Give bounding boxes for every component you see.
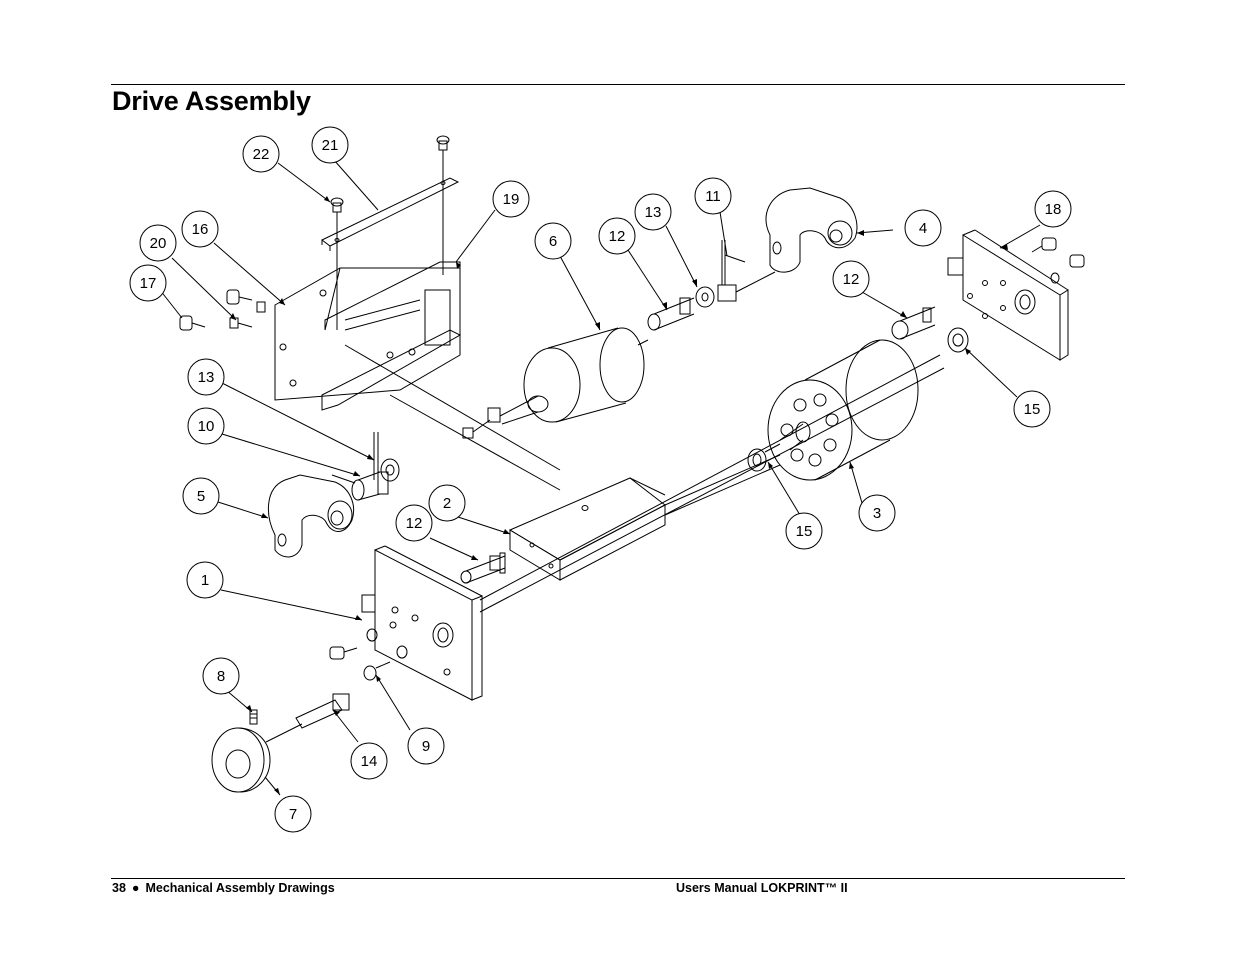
callout-13-left: 13 <box>187 358 225 396</box>
part-21-plate <box>321 150 460 330</box>
page-title: Drive Assembly <box>112 86 311 116</box>
part-8-set-screw <box>249 709 258 725</box>
svg-text:1: 1 <box>201 572 209 589</box>
svg-text:15: 15 <box>1024 401 1041 418</box>
callout-17: 17 <box>129 264 167 302</box>
callout-2: 2 <box>428 484 466 522</box>
part-16-bracket <box>274 261 462 411</box>
svg-text:19: 19 <box>503 191 520 208</box>
svg-text:10: 10 <box>198 418 215 435</box>
tie-rods <box>344 344 945 613</box>
svg-text:17: 17 <box>140 275 157 292</box>
part-13-washer-top <box>695 240 776 308</box>
leader-lines <box>159 159 1041 796</box>
footer-section: Mechanical Assembly Drawings <box>145 881 335 895</box>
leader-arrowheads <box>230 196 1008 795</box>
part-12-bushing-right <box>891 306 936 340</box>
part-2-block <box>508 454 781 581</box>
svg-text:15: 15 <box>796 523 813 540</box>
part-7-knob <box>211 727 271 793</box>
svg-text:12: 12 <box>406 515 423 532</box>
callout-22: 22 <box>242 135 280 173</box>
part-10-arm <box>351 471 389 501</box>
svg-text:18: 18 <box>1045 201 1062 218</box>
footer-manual-title: Users Manual LOKPRINT™ II <box>676 881 848 895</box>
svg-text:12: 12 <box>609 228 626 245</box>
svg-text:11: 11 <box>705 188 721 205</box>
part-5-lever <box>267 474 355 558</box>
header-rule <box>111 84 1125 85</box>
callout-7: 7 <box>274 795 312 833</box>
callout-6: 6 <box>534 222 572 260</box>
part-12-bushing-top <box>647 297 695 331</box>
svg-text:13: 13 <box>198 369 215 386</box>
callout-19: 19 <box>492 180 530 218</box>
part-15-spacer-lower <box>747 443 781 472</box>
svg-text:8: 8 <box>217 668 225 685</box>
callout-12-right: 12 <box>832 260 870 298</box>
svg-text:12: 12 <box>843 271 860 288</box>
svg-text:5: 5 <box>197 488 205 505</box>
callout-balloons: 22 21 16 20 17 19 6 12 <box>129 126 1072 833</box>
part-22-screws <box>330 135 450 213</box>
svg-text:9: 9 <box>422 738 430 755</box>
svg-text:13: 13 <box>645 204 662 221</box>
part-18-end-plate <box>947 229 1085 361</box>
footer-left: 38 ● Mechanical Assembly Drawings <box>112 881 335 895</box>
callout-13-top: 13 <box>634 193 672 231</box>
callout-12-top: 12 <box>598 217 636 255</box>
callout-11: 11 <box>694 177 732 215</box>
svg-text:3: 3 <box>873 505 881 522</box>
part-17-20-screws <box>179 289 266 331</box>
callout-15-right: 15 <box>1013 390 1051 428</box>
callout-9: 9 <box>407 727 445 765</box>
svg-text:21: 21 <box>322 137 339 154</box>
callout-15-lower: 15 <box>785 512 823 550</box>
callout-12-lower: 12 <box>395 504 433 542</box>
part-14-shaft <box>265 693 350 743</box>
callout-8: 8 <box>202 657 240 695</box>
callout-10: 10 <box>187 407 225 445</box>
svg-text:4: 4 <box>919 220 927 237</box>
footer-rule <box>111 878 1125 879</box>
part-6-roller <box>462 327 649 439</box>
svg-text:6: 6 <box>549 233 557 250</box>
footer-bullet: ● <box>131 881 140 895</box>
svg-text:22: 22 <box>253 146 270 163</box>
callout-1: 1 <box>186 561 224 599</box>
callout-20: 20 <box>139 224 177 262</box>
footer-page-number: 38 <box>112 881 126 895</box>
svg-text:14: 14 <box>361 753 378 770</box>
part-3-drum <box>767 339 919 481</box>
part-15-spacer-right <box>947 327 969 353</box>
callout-16: 16 <box>181 210 219 248</box>
svg-text:2: 2 <box>443 495 451 512</box>
part-13-washer-lower <box>331 432 400 484</box>
callout-18: 18 <box>1034 190 1072 228</box>
callout-5: 5 <box>182 477 220 515</box>
callout-21: 21 <box>311 126 349 164</box>
callout-3: 3 <box>858 494 896 532</box>
part-12-bushing-lower <box>460 552 506 584</box>
part-4-lever <box>765 187 858 273</box>
svg-text:20: 20 <box>150 235 167 252</box>
callout-4: 4 <box>904 209 942 247</box>
svg-text:7: 7 <box>289 806 297 823</box>
callout-14: 14 <box>350 742 388 780</box>
part-1-end-plate <box>361 545 483 701</box>
part-9-screws <box>329 646 391 681</box>
svg-text:16: 16 <box>192 221 209 238</box>
